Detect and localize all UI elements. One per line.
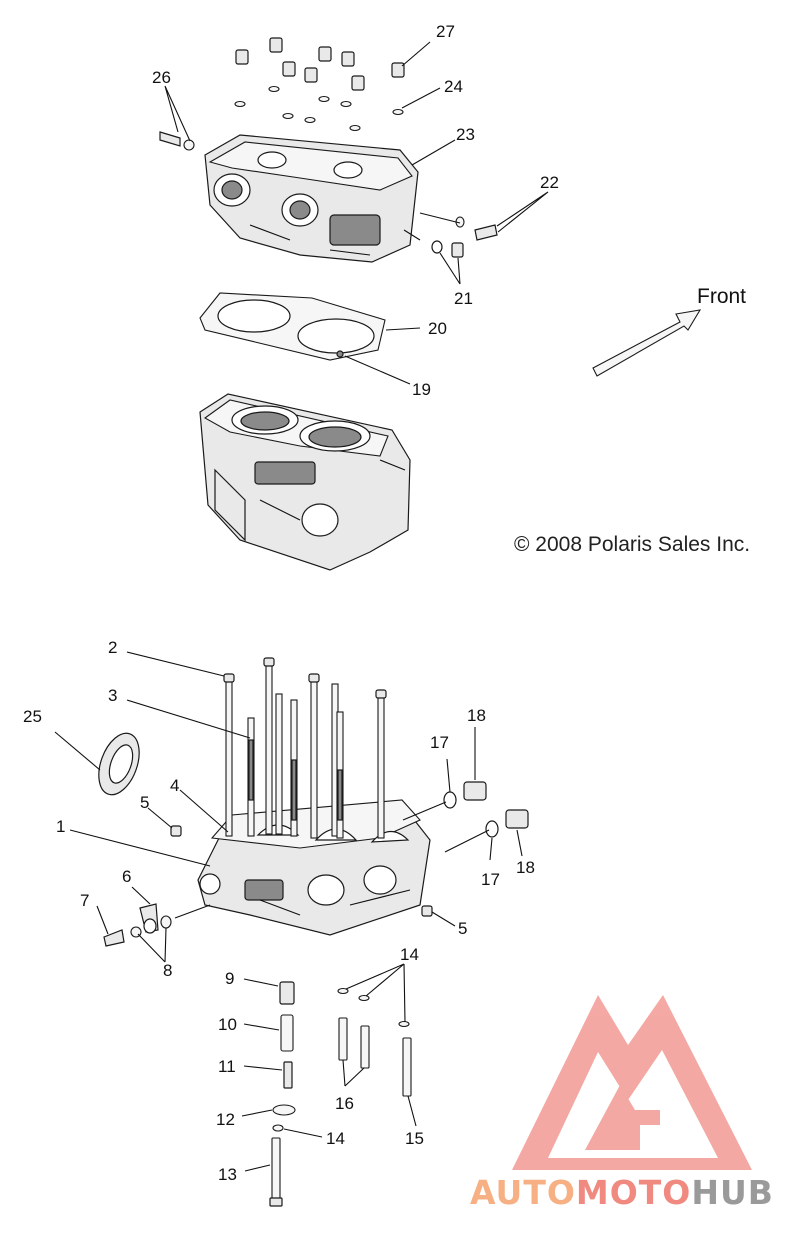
valve-washers [234,85,404,132]
watermark-auto: AUTO [470,1173,576,1212]
callout-8: 8 [163,961,172,980]
callout-17-bottom: 17 [481,870,500,889]
callout-12: 12 [216,1110,235,1129]
callout-19: 19 [412,380,431,399]
callout-5-right: 5 [458,919,467,938]
callout-14-bottom: 14 [326,1129,345,1148]
callout-25: 25 [23,707,42,726]
copyright-notice: © 2008 Polaris Sales Inc. [514,533,750,556]
watermark-hub: HUB [691,1173,774,1212]
callout-21: 21 [454,289,473,308]
callout-22: 22 [540,173,559,192]
callout-4: 4 [170,776,179,795]
callout-9: 9 [225,969,234,988]
callout-1: 1 [56,817,65,836]
callout-18-top: 18 [467,706,486,725]
callout-16: 16 [335,1094,354,1113]
fitting-22 [455,216,498,241]
callout-23: 23 [456,125,475,144]
callout-6: 6 [122,867,131,886]
callout-20: 20 [428,319,447,338]
callout-5-left: 5 [140,793,149,812]
crankcase [197,799,431,936]
valve-caps [235,37,405,91]
plug-5 [170,825,433,917]
watermark-moto: MOTO [576,1173,691,1212]
front-label: Front [697,285,746,308]
leader-lines-lower [54,651,523,1172]
callout-15: 15 [405,1129,424,1148]
callout-3: 3 [108,686,117,705]
front-arrow [592,309,702,377]
callout-2: 2 [108,638,117,657]
watermark-logo [512,995,752,1170]
callout-26: 26 [152,68,171,87]
bolts-and-pins [269,981,412,1207]
callout-10: 10 [218,1015,237,1034]
callout-17-top: 17 [430,733,449,752]
cylinder-block [199,393,411,571]
callout-11: 11 [218,1057,236,1076]
callout-27: 27 [436,22,455,41]
cylinder-studs [223,657,387,839]
callout-24: 24 [444,77,463,96]
svg-text:AUTOMOTOHUB: AUTOMOTOHUB [470,1173,774,1212]
callout-13: 13 [218,1165,237,1184]
head-gasket [199,292,386,361]
oil-seal [98,732,140,796]
banjo-fitting [103,903,172,947]
callout-14-top: 14 [400,945,419,964]
callout-18-bottom: 18 [516,858,535,877]
callout-labels: 27 26 24 23 22 21 20 19 Front © 2008 Pol… [23,22,750,1184]
leader-lines-upper [164,41,549,385]
callout-7: 7 [80,891,89,910]
watermark-text: AUTOMOTOHUB [470,1173,774,1212]
fitting-21 [431,240,464,258]
cylinder-head [204,134,419,263]
bolt-26 [159,131,195,151]
fitting-18 [443,781,529,838]
